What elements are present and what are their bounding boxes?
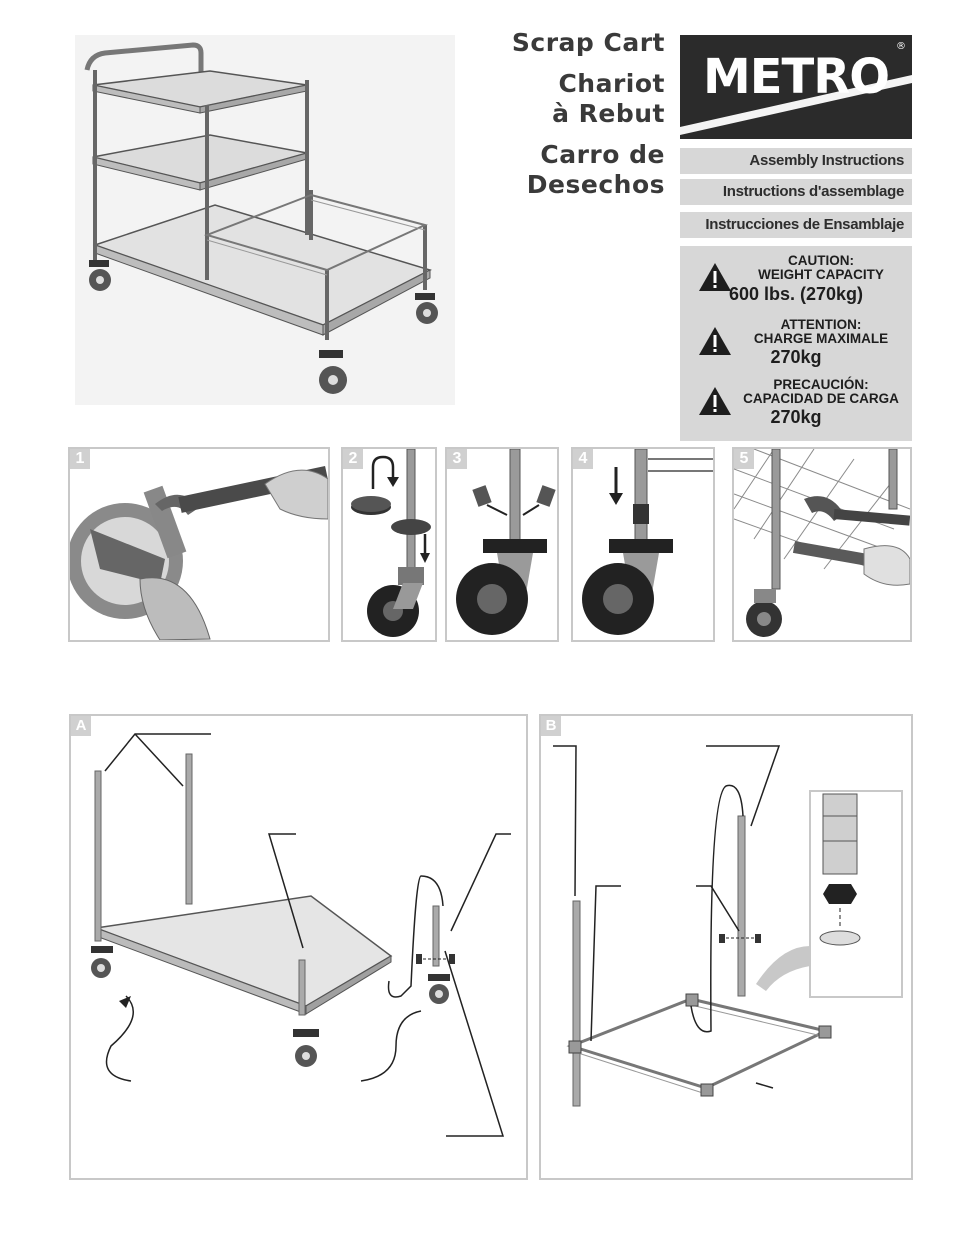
panel-label-a: A bbox=[71, 716, 91, 736]
metro-logo: METRO ® bbox=[680, 35, 912, 139]
caution-es: PRECAUCIÓN: CAPACIDAD DE CARGA 270kg bbox=[680, 376, 912, 436]
warning-icon bbox=[699, 327, 731, 355]
step-number: 2 bbox=[343, 449, 363, 469]
caution-fr-head2: CHARGE MAXIMALE bbox=[753, 331, 889, 346]
assembly-panel-b: B bbox=[539, 714, 913, 1180]
step-number: 1 bbox=[70, 449, 90, 469]
assembly-instructions-fr: Instructions d'assemblage bbox=[680, 179, 912, 205]
step-number: 5 bbox=[734, 449, 754, 469]
caution-fr: ATTENTION: CHARGE MAXIMALE 270kg bbox=[680, 316, 912, 376]
title-block: Scrap Cart Chariot à Rebut Carro de Dese… bbox=[470, 28, 665, 200]
step-panel-2: 2 bbox=[341, 447, 437, 642]
caution-fr-value: 270kg bbox=[770, 347, 822, 367]
step-number: 3 bbox=[447, 449, 467, 469]
step-panel-1: 1 bbox=[68, 447, 330, 642]
logo-registered-mark: ® bbox=[896, 41, 906, 52]
caution-en-head2: WEIGHT CAPACITY bbox=[758, 267, 884, 282]
step-panel-4: 4 bbox=[571, 447, 715, 642]
warning-icon bbox=[699, 387, 731, 415]
step-number: 4 bbox=[573, 449, 593, 469]
assembly-panel-a: A bbox=[69, 714, 528, 1180]
cart-illustration bbox=[75, 35, 455, 405]
title-es-line2: Desechos bbox=[526, 170, 665, 199]
caution-es-head1: PRECAUCIÓN: bbox=[773, 377, 869, 392]
title-fr-line1: Chariot bbox=[558, 69, 665, 98]
title-en: Scrap Cart bbox=[511, 28, 665, 57]
step-panel-3: 3 bbox=[445, 447, 559, 642]
warning-icon bbox=[699, 263, 731, 291]
caution-es-value: 270kg bbox=[770, 407, 822, 427]
caution-box: CAUTION: WEIGHT CAPACITY 600 lbs. (270kg… bbox=[680, 246, 912, 441]
assembly-instructions-es: Instrucciones de Ensamblaje bbox=[680, 212, 912, 238]
caution-es-head2: CAPACIDAD DE CARGA bbox=[743, 391, 899, 406]
title-fr-line2: à Rebut bbox=[552, 99, 665, 128]
logo-text: METRO bbox=[702, 49, 890, 105]
assembly-instructions-en: Assembly Instructions bbox=[680, 148, 912, 174]
title-es-line1: Carro de bbox=[540, 140, 665, 169]
caution-en: CAUTION: WEIGHT CAPACITY 600 lbs. (270kg… bbox=[680, 252, 912, 312]
step-panel-5: 5 bbox=[732, 447, 912, 642]
caution-en-head1: CAUTION: bbox=[788, 253, 854, 268]
caution-en-value: 600 lbs. (270kg) bbox=[728, 284, 864, 304]
panel-label-b: B bbox=[541, 716, 561, 736]
caution-fr-head1: ATTENTION: bbox=[780, 317, 862, 332]
